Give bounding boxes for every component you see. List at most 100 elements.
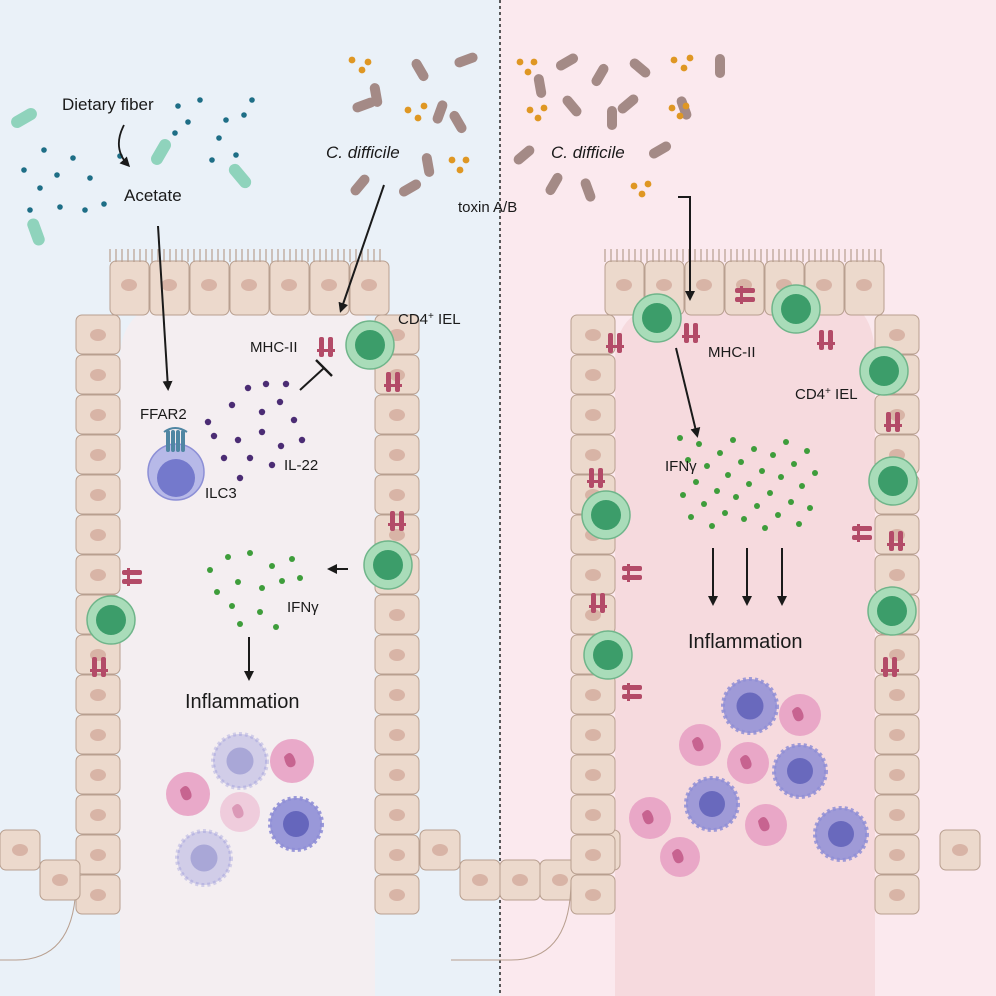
ifng-molecule [257, 609, 263, 615]
nucleus [90, 769, 106, 781]
nucleus [389, 409, 405, 421]
ifng-molecule [738, 459, 744, 465]
commensal-bacterium [11, 108, 37, 128]
mhc-ii-receptor [317, 337, 335, 357]
ifng-molecule [804, 448, 810, 454]
nucleus [585, 769, 601, 781]
mhc-ii-receptor [884, 412, 902, 432]
nucleus [12, 844, 28, 856]
cd4-iel-label-left: CD4+ IEL [398, 311, 461, 329]
nucleus [585, 809, 601, 821]
nucleus [201, 279, 217, 291]
ifng-molecule [788, 499, 794, 505]
toxin-ab-molecule [420, 102, 428, 110]
nucleus [161, 279, 177, 291]
nucleus [585, 729, 601, 741]
toxin-ab-molecule [630, 182, 638, 190]
toxin-ab-molecule [358, 66, 366, 74]
commensal-bacterium [151, 139, 171, 165]
ifng-molecule [701, 501, 707, 507]
acetate-molecule [185, 119, 191, 125]
il22-molecule [268, 461, 276, 469]
mhc-ii-receptor [622, 683, 642, 701]
il22-molecule [262, 380, 270, 388]
mhc-ii-receptor [881, 657, 899, 677]
mhc-ii-receptor [852, 524, 872, 542]
toxin-ab-molecule [668, 104, 676, 112]
nucleus [389, 529, 405, 541]
toxin-ab-molecule [682, 102, 690, 110]
nucleus [585, 689, 601, 701]
c-difficile-bacterium [533, 74, 547, 98]
ffar2-label: FFAR2 [140, 406, 187, 423]
ifng-molecule [733, 494, 739, 500]
nucleus [389, 769, 405, 781]
toxin-ab-molecule [462, 156, 470, 164]
toxin-ab-molecule [644, 180, 652, 188]
nucleus [889, 849, 905, 861]
toxin-ab-molecule [530, 58, 538, 66]
nucleus [90, 529, 106, 541]
ifng-molecule [775, 512, 781, 518]
toxin-ab-molecule [680, 64, 688, 72]
cd4-iel-label-left-sup: + [428, 311, 434, 322]
ifng-molecule [759, 468, 765, 474]
toxin-ab-molecule [686, 54, 694, 62]
acetate-molecule [197, 97, 203, 103]
ifng-molecule [297, 575, 303, 581]
acetate-molecule [249, 97, 255, 103]
mhc-ii-label-right: MHC-II [708, 344, 756, 361]
ifng-molecule [778, 474, 784, 480]
cd4-iel-label-right-base: CD4 [795, 386, 825, 403]
ifng-molecule [680, 492, 686, 498]
dietary-fiber-to-acetate-arrow [118, 124, 131, 168]
nucleus [889, 729, 905, 741]
inflammation-label-left: Inflammation [185, 691, 300, 713]
commensal-bacterium [228, 163, 252, 189]
toxin-ab-molecule [414, 114, 422, 122]
mhc-ii-label-left: MHC-II [250, 339, 298, 356]
toxin-ab-molecule [516, 58, 524, 66]
acetate-molecule [172, 130, 178, 136]
nucleus [585, 449, 601, 461]
ffar2-receptor-icon [163, 427, 188, 452]
acetate-molecule [233, 152, 239, 158]
ifng-molecule [207, 567, 213, 573]
ifng-molecule [289, 556, 295, 562]
ifng-label-right: IFNγ [665, 458, 697, 475]
commensal-bacterium [27, 218, 45, 246]
nucleus [121, 279, 137, 291]
toxin-ab-molecule [404, 106, 412, 114]
ifng-molecule [791, 461, 797, 467]
c-difficile-bacterium [629, 58, 651, 78]
nucleus [952, 844, 968, 856]
nucleus [52, 874, 68, 886]
nucleus [472, 874, 488, 886]
c-difficile-bacterium [432, 100, 448, 124]
nucleus [321, 279, 337, 291]
mhc-ii-receptor [587, 468, 605, 488]
c-difficile-bacterium [513, 145, 535, 165]
acetate-molecule [57, 204, 63, 210]
mhc-ii-receptor [388, 511, 406, 531]
acetate-molecule [27, 207, 33, 213]
nucleus [889, 809, 905, 821]
nucleus [241, 279, 257, 291]
il22-molecule [220, 454, 228, 462]
cd4-iel-cell-left-top [345, 320, 395, 370]
c-difficile-label-right: C. difficile [551, 143, 625, 162]
nucleus [90, 489, 106, 501]
c-difficile-bacterium [648, 141, 672, 159]
il22-molecule [276, 398, 284, 406]
c-difficile-bacterium [454, 52, 478, 68]
cd4-iel-cell-left-mid [363, 540, 413, 590]
c-difficile-bacterium [411, 58, 429, 82]
macrophage-cell [175, 829, 233, 887]
acetate-molecule [241, 112, 247, 118]
c-difficile-bacterium [555, 53, 579, 71]
acetate-molecule [37, 185, 43, 191]
nucleus [696, 279, 712, 291]
il22-molecule [258, 408, 266, 416]
